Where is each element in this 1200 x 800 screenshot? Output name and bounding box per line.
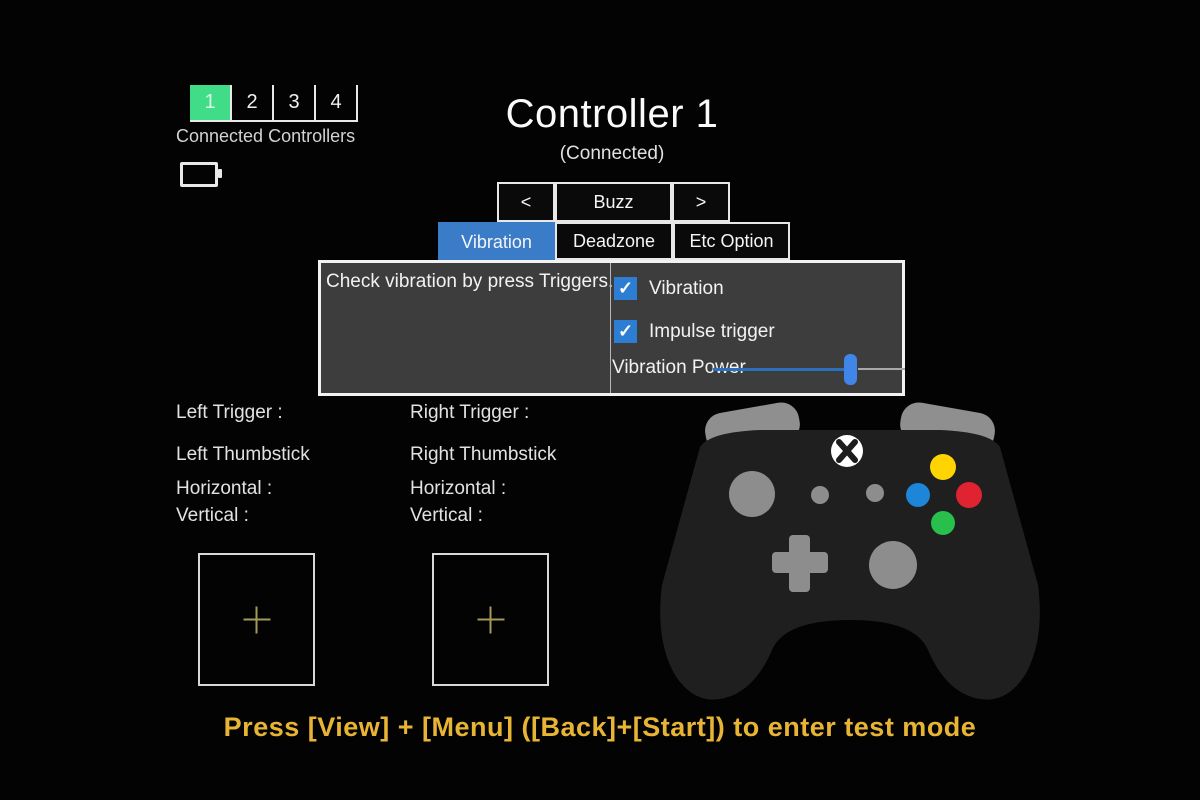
- vibration-power-label: Vibration Power: [612, 357, 746, 378]
- vibration-power-slider-track-filled[interactable]: [713, 368, 847, 371]
- impulse-trigger-checkbox-label: Impulse trigger: [649, 320, 775, 342]
- right-horizontal-label: Horizontal :: [410, 478, 507, 499]
- left-trigger-label: Left Trigger :: [176, 402, 283, 423]
- controller-tab-3[interactable]: 3: [274, 85, 316, 120]
- a-button-icon: [931, 511, 955, 535]
- impulse-trigger-checkbox-row[interactable]: ✓ Impulse trigger: [614, 320, 775, 343]
- crosshair-icon: [477, 606, 504, 633]
- connection-status: (Connected): [559, 143, 665, 164]
- buzz-next-button[interactable]: >: [672, 182, 730, 222]
- dpad-icon: [772, 535, 828, 592]
- test-mode-hint: Press [View] + [Menu] ([Back]+[Start]) t…: [223, 712, 977, 742]
- tab-deadzone[interactable]: Deadzone: [555, 222, 673, 260]
- left-thumbstick-label: Left Thumbstick: [176, 444, 310, 465]
- right-thumbstick-plot: [432, 553, 549, 686]
- vibration-instruction: Check vibration by press Triggers.: [326, 271, 614, 292]
- left-thumbstick-plot: [198, 553, 315, 686]
- x-button-icon: [906, 483, 930, 507]
- controller-tab-4[interactable]: 4: [316, 85, 358, 120]
- panel-divider: [610, 263, 611, 393]
- vibration-checkbox-label: Vibration: [649, 277, 724, 299]
- buzz-button[interactable]: Buzz: [555, 182, 672, 222]
- vibration-checkbox-row[interactable]: ✓ Vibration: [614, 277, 724, 300]
- controller-illustration: [660, 402, 1040, 700]
- check-icon: ✓: [617, 321, 634, 341]
- b-button-icon: [956, 482, 982, 508]
- check-icon: ✓: [617, 278, 634, 298]
- y-button-icon: [930, 454, 956, 480]
- crosshair-icon: [243, 606, 270, 633]
- right-vertical-label: Vertical :: [410, 505, 483, 526]
- tab-vibration[interactable]: Vibration: [438, 222, 555, 262]
- vibration-panel: Check vibration by press Triggers. ✓ Vib…: [318, 260, 905, 396]
- left-horizontal-label: Horizontal :: [176, 478, 273, 499]
- right-trigger-label: Right Trigger :: [410, 402, 530, 423]
- right-stick-icon: [869, 541, 917, 589]
- impulse-trigger-checkbox[interactable]: ✓: [614, 320, 637, 343]
- controller-tab-2[interactable]: 2: [232, 85, 274, 120]
- battery-empty-icon: [180, 162, 222, 187]
- connected-controllers-label: Connected Controllers: [176, 126, 356, 146]
- menu-button-icon: [866, 484, 884, 502]
- controller-selector: 1 2 3 4: [190, 85, 358, 122]
- left-stick-icon: [729, 471, 775, 517]
- vibration-power-slider-track-empty[interactable]: [858, 368, 905, 370]
- right-thumbstick-label: Right Thumbstick: [410, 444, 557, 465]
- controller-tab-1[interactable]: 1: [190, 85, 232, 120]
- controller-body: [660, 430, 1040, 700]
- buzz-prev-button[interactable]: <: [497, 182, 555, 222]
- page-title: Controller 1: [505, 92, 719, 136]
- xbox-guide-button: [831, 435, 863, 467]
- header: Controller 1 (Connected): [412, 92, 812, 165]
- left-vertical-label: Vertical :: [176, 505, 249, 526]
- vibration-power-slider-thumb[interactable]: [844, 354, 857, 385]
- tab-etc-option[interactable]: Etc Option: [673, 222, 790, 260]
- view-button-icon: [811, 486, 829, 504]
- vibration-checkbox[interactable]: ✓: [614, 277, 637, 300]
